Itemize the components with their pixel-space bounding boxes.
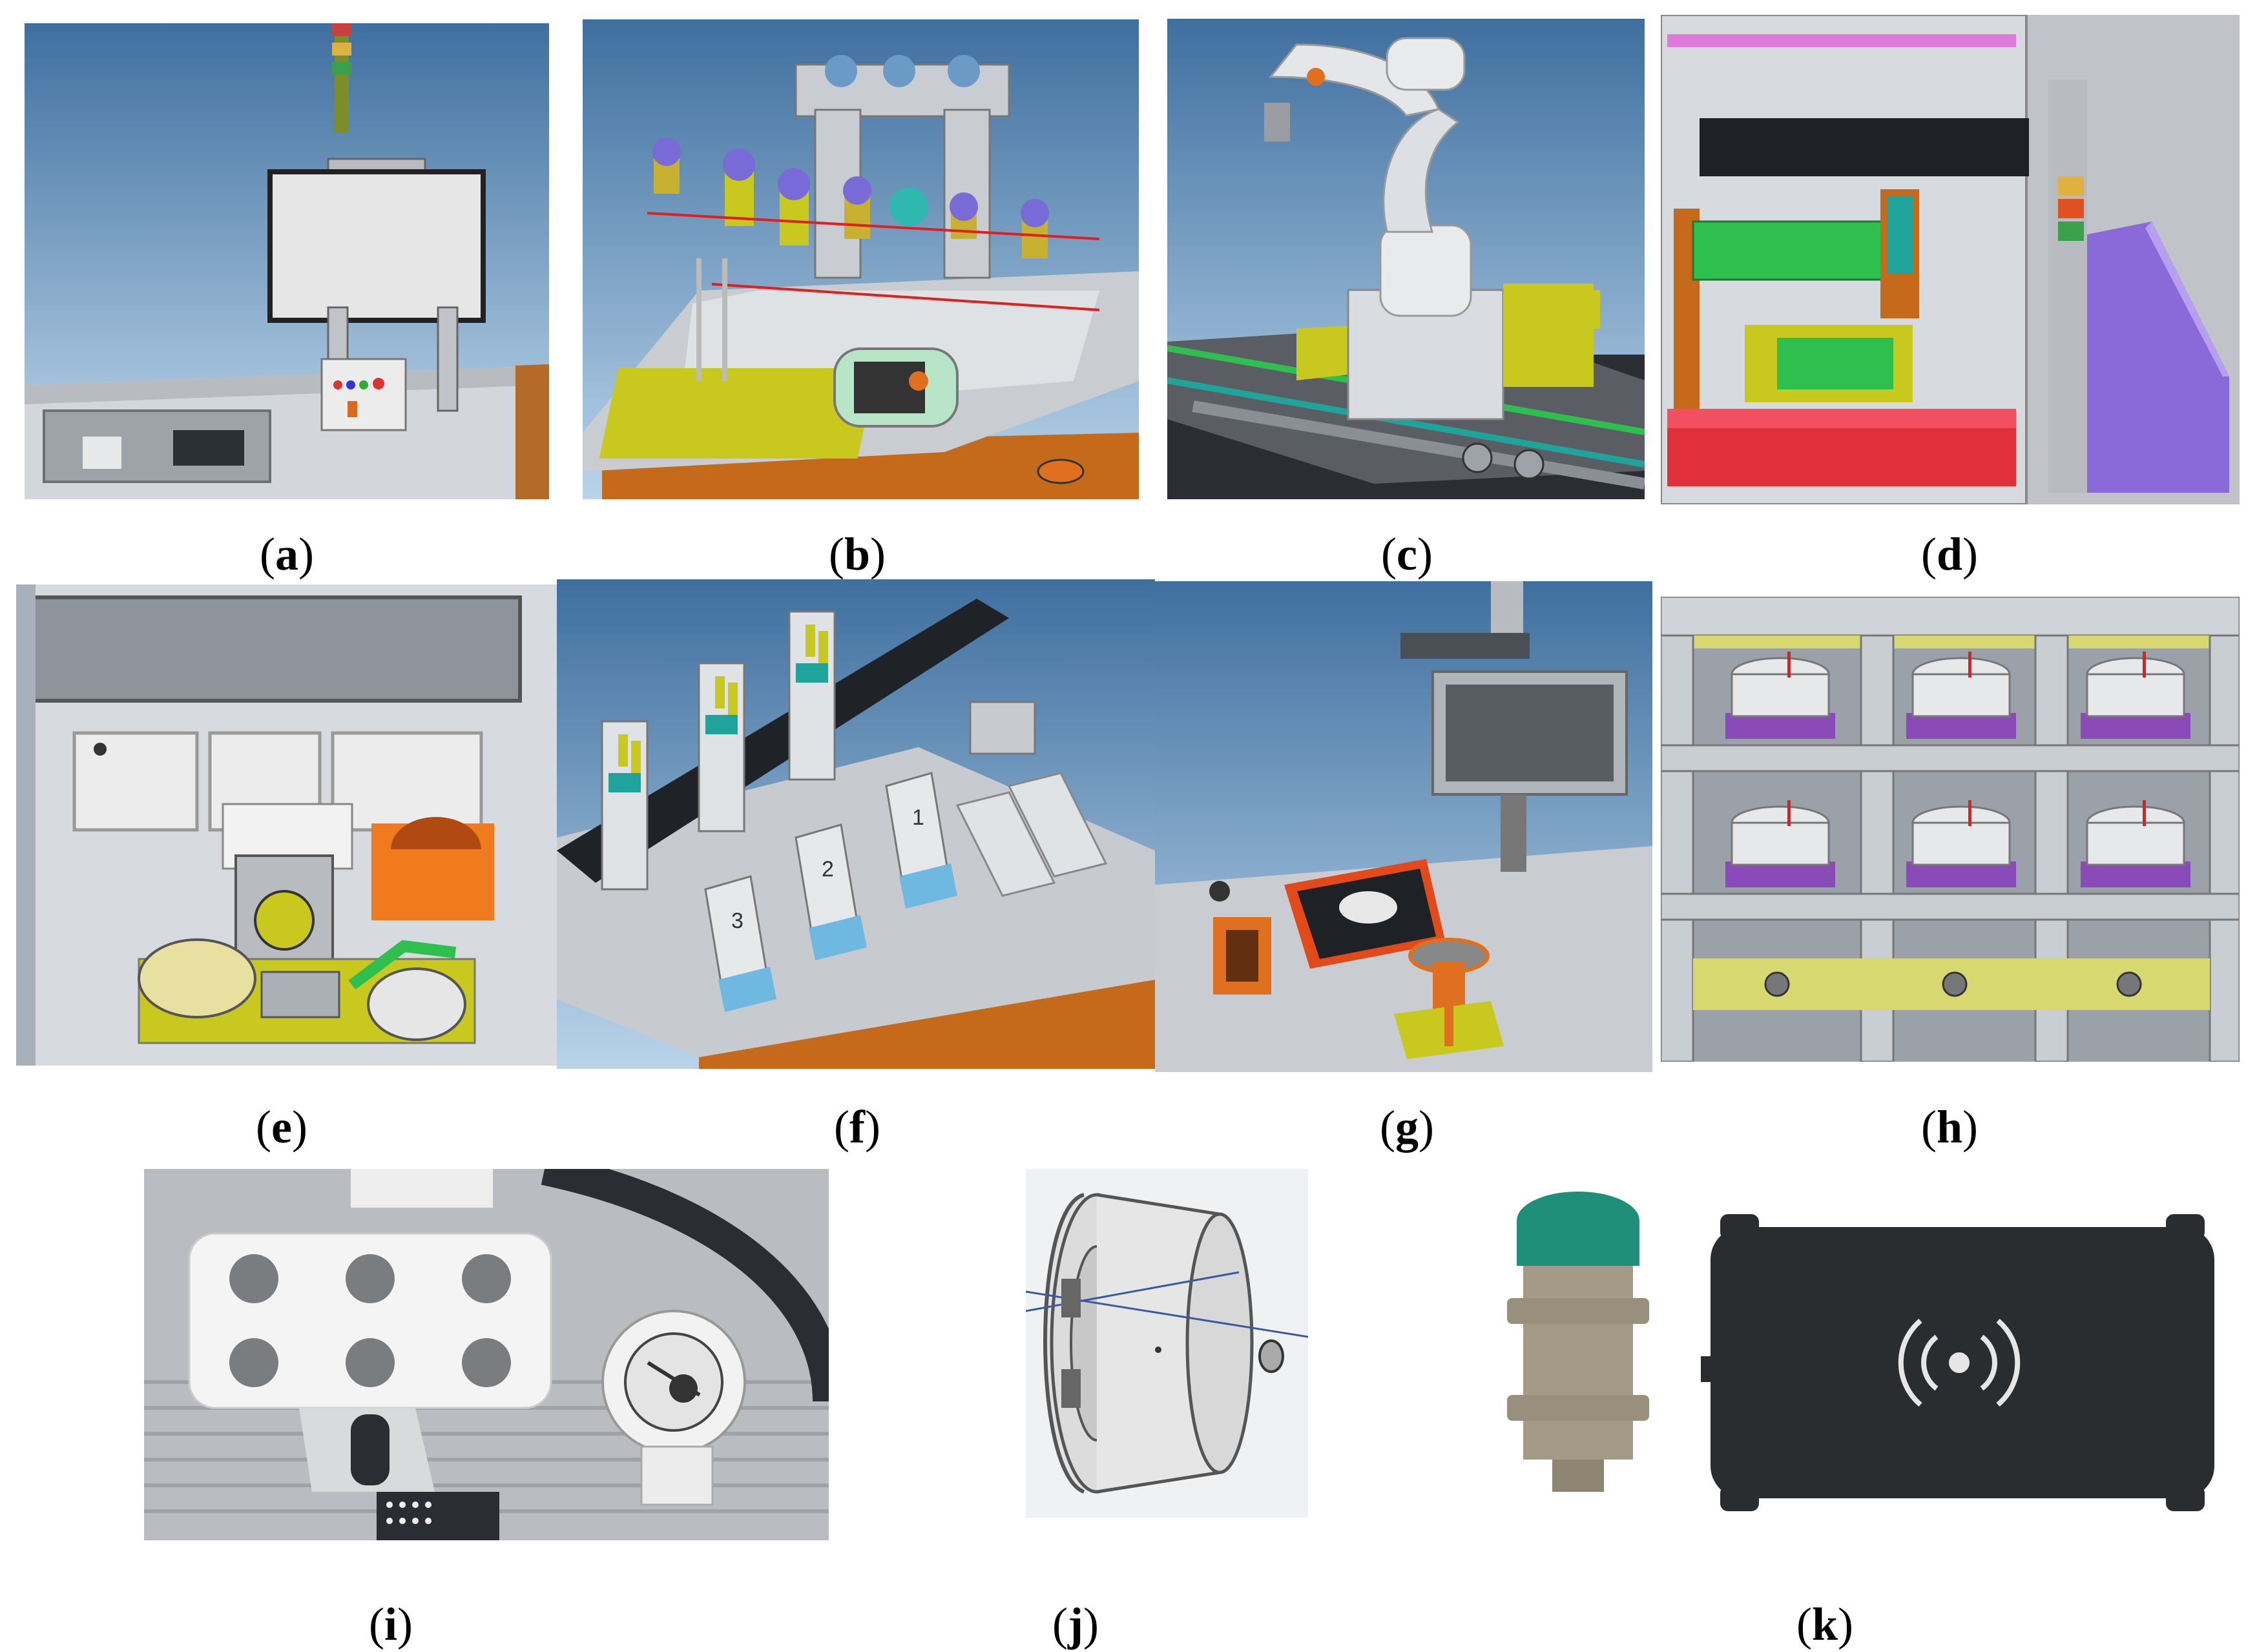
panel-i-caption: (i) — [369, 1598, 413, 1650]
panel-b-image — [583, 19, 1139, 499]
panel-e-image — [16, 584, 561, 1066]
panel-b-caption: (b) — [828, 528, 886, 580]
panel-h-caption: (h) — [1920, 1101, 1978, 1153]
panel-g-image — [1155, 581, 1652, 1072]
panel-a-image — [25, 23, 549, 499]
panel-f-caption: (f) — [834, 1101, 880, 1153]
panel-c-image — [1167, 19, 1645, 499]
panel-j-image — [1026, 1169, 1308, 1518]
panel-k-image — [1455, 1175, 2236, 1537]
panel-d-caption: (d) — [1920, 528, 1978, 580]
panel-d-image — [1661, 15, 2240, 504]
f-slot-label-1: 1 — [912, 805, 924, 830]
panel-j-caption: (j) — [1052, 1598, 1099, 1650]
panel-k-caption: (k) — [1796, 1598, 1853, 1650]
panel-f-image: 3 2 1 — [557, 579, 1155, 1069]
panel-i-image — [144, 1169, 829, 1540]
f-slot-label-2: 2 — [822, 857, 834, 882]
panel-e-caption: (e) — [256, 1101, 307, 1153]
f-slot-label-3: 3 — [731, 909, 744, 933]
panel-a-caption: (a) — [260, 528, 314, 580]
panel-h-image — [1661, 597, 2240, 1062]
panel-g-caption: (g) — [1380, 1101, 1434, 1153]
panel-c-caption: (c) — [1381, 528, 1433, 580]
